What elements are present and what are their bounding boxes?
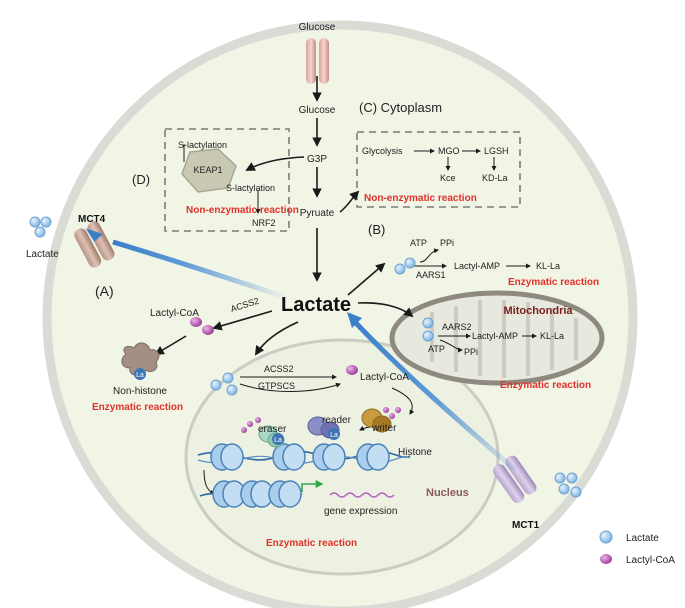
s-lactylation-bottom-label: S-lactylation [226,183,275,193]
nrf2-label: NRF2 [252,218,276,228]
la-reader-label: La [330,432,338,439]
gtpscs-label: GTPSCS [258,381,295,391]
ppi-mito-label: PPi [464,347,478,357]
eraser-label: eraser [258,424,287,435]
lactate-outside-label: Lactate [26,249,59,260]
mct1-label: MCT1 [512,520,540,531]
la-eraser-label: La [274,437,282,444]
writer-protein-icon [361,408,392,433]
legend-lactyl-coa-label: Lactyl-CoA [626,555,675,566]
glycolysis-label: Glycolysis [362,146,403,156]
mitochondria-label: Mitochondria [503,305,573,317]
keap1-protein-icon [181,148,237,193]
lgsh-label: LGSH [484,146,509,156]
mct4-label: MCT4 [78,214,106,225]
aars1-label: AARS1 [416,270,446,280]
enzymatic-reaction-a-label: Enzymatic reaction [92,402,183,413]
section-d-label: (D) [132,172,150,187]
mct4-transporter-icon [74,221,115,268]
histone-label: Histone [398,447,432,458]
nucleus-label: Nucleus [426,487,469,499]
lactate-main-label: Lactate [281,294,351,316]
non-enzymatic-reaction-c-label: Non-enzymatic reaction [364,193,477,204]
lactyl-coa-nuc-label: Lactyl-CoA [360,372,409,383]
legend-lactyl-coa-swatch [600,554,612,564]
lactyl-amp-b-label: Lactyl-AMP [454,261,500,271]
lactate-molecules-icon [29,216,613,544]
atp-b-label: ATP [410,238,427,248]
cytoplasm-label: (C) Cytoplasm [359,100,442,115]
acss2-nuc-label: ACSS2 [264,364,294,374]
aars2-label: AARS2 [442,322,472,332]
enzymatic-reaction-nucleus-label: Enzymatic reaction [266,538,357,549]
non-histone-label: Non-histone [113,386,167,397]
lactyl-coa-left-label: Lactyl-CoA [150,308,199,319]
legend-lactate-label: Lactate [626,533,659,544]
glucose-outside-label: Glucose [299,22,336,33]
s-lactylation-top-label: S-lactylation [178,140,227,150]
g3p-label: G3P [307,154,327,165]
nucleosome-lower-icon [212,480,302,508]
mgo-label: MGO [438,146,460,156]
writer-label: writer [371,423,397,434]
export-arrowhead-icon [85,228,103,242]
enzymatic-reaction-mito-label: Enzymatic reaction [500,380,591,391]
non-enzymatic-reaction-d-label: Non-enzymatic reaction [186,205,299,216]
import-arrowhead-icon [347,312,362,328]
pyruvate-label: Pyruate [300,208,335,219]
nucleosome-icon [210,443,390,471]
section-b-label: (B) [368,222,385,237]
la-badge-icon [134,368,146,380]
kd-la-label: KD-La [482,173,508,183]
la-non-histone-label: La [136,372,144,379]
gene-expression-wave-icon [329,492,395,498]
lactyl-amp-mito-label: Lactyl-AMP [472,331,518,341]
kl-la-b-label: KL-La [536,261,560,271]
lactyl-coa-molecules-icon [190,317,612,564]
glucose-transporter-icon [306,38,329,84]
gene-expression-label: gene expression [324,506,397,517]
mitochondrion [389,290,605,386]
la-badge-reader-icon [328,428,340,440]
non-histone-protein-icon [121,342,160,376]
glucose-inside-label: Glucose [299,105,336,116]
enzymatic-reaction-b-label: Enzymatic reaction [508,277,599,288]
lactate-export-arrow [112,239,289,301]
legend-lactate-swatch [599,530,613,544]
box-d-dashed [164,128,290,232]
la-badge-eraser-icon [272,433,284,445]
reader-label: reader [322,415,352,426]
keap1-label: KEAP1 [193,165,222,175]
kl-la-mito-label: KL-La [540,331,564,341]
kce-label: Kce [440,173,456,183]
section-a-label: (A) [95,283,114,299]
lactate-import-arrow [353,320,517,472]
ppi-b-label: PPi [440,238,454,248]
box-c-dashed [356,131,521,208]
atp-mito-label: ATP [428,344,445,354]
